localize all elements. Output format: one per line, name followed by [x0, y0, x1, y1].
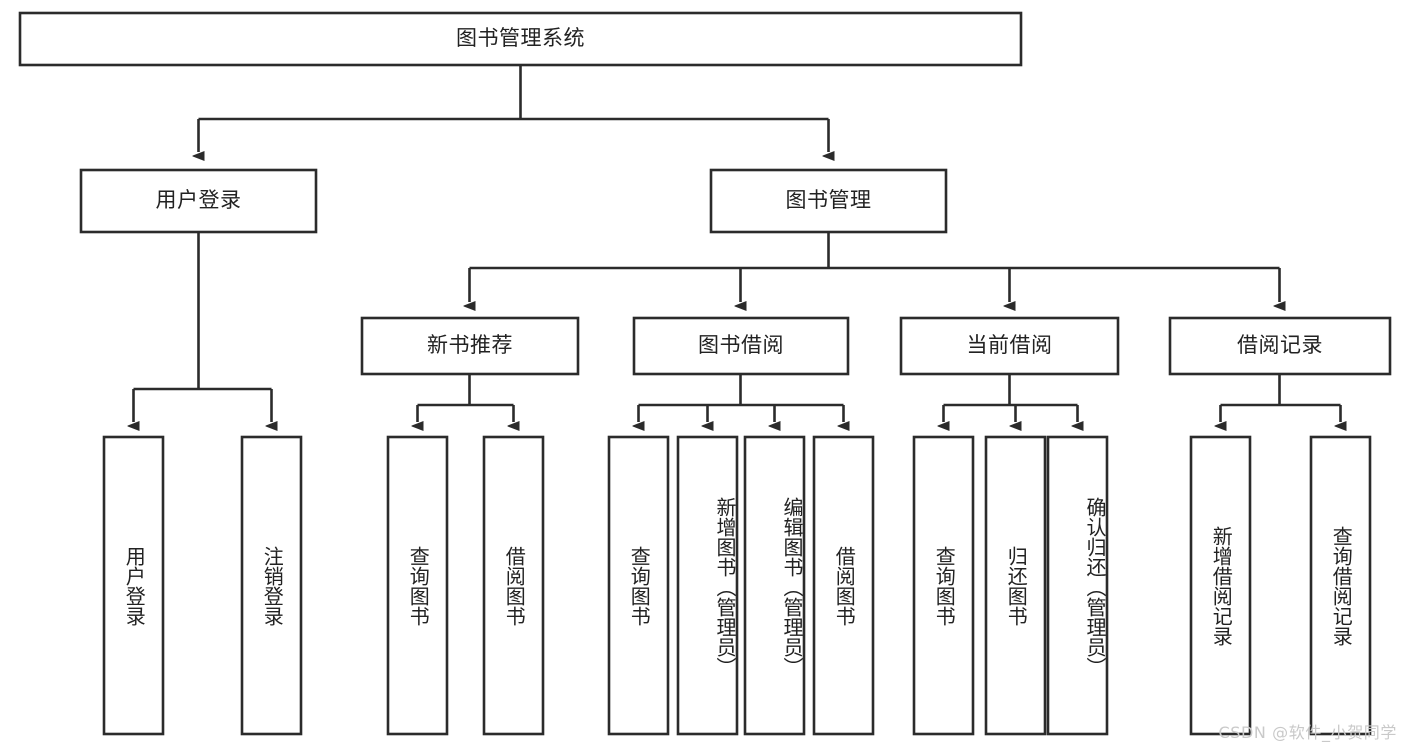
connector-root-to-level1 [199, 65, 829, 152]
node-box-root[interactable] [18, 11, 1023, 67]
connector-book-borrow-to-leaves [639, 374, 844, 422]
connector-current-borrow-to-leaves [944, 374, 1078, 422]
node-box-leaf-query-book-1[interactable] [386, 435, 449, 736]
node-box-book-borrow[interactable] [632, 316, 850, 376]
node-box-leaf-user-login[interactable] [102, 435, 165, 736]
node-box-current-borrow[interactable] [899, 316, 1120, 376]
node-box-user-login[interactable] [79, 168, 318, 234]
node-box-new-book-recommend[interactable] [360, 316, 580, 376]
node-box-leaf-query-book-3[interactable] [912, 435, 975, 736]
node-box-leaf-add-book[interactable] [676, 435, 739, 736]
node-box-leaf-query-record[interactable] [1309, 435, 1372, 736]
box-layer [18, 11, 1392, 736]
node-box-borrow-record[interactable] [1168, 316, 1392, 376]
connector-book-management-to-level2 [470, 232, 1280, 302]
watermark-text: CSDN @软件_小贺同学 [1218, 723, 1397, 742]
connector-new-book-recommend-to-leaves [418, 374, 514, 422]
node-box-leaf-edit-book[interactable] [743, 435, 806, 736]
connector-user-login-to-leaves [134, 232, 272, 422]
node-box-book-management[interactable] [709, 168, 948, 234]
node-box-leaf-confirm-return[interactable] [1046, 435, 1109, 736]
node-box-leaf-query-book-2[interactable] [607, 435, 670, 736]
node-box-leaf-borrow-book-2[interactable] [812, 435, 875, 736]
node-box-leaf-borrow-book-1[interactable] [482, 435, 545, 736]
connector-borrow-record-to-leaves [1221, 374, 1341, 422]
node-box-leaf-return-book[interactable] [984, 435, 1047, 736]
node-box-leaf-add-record[interactable] [1189, 435, 1252, 736]
node-box-leaf-user-logout[interactable] [240, 435, 303, 736]
